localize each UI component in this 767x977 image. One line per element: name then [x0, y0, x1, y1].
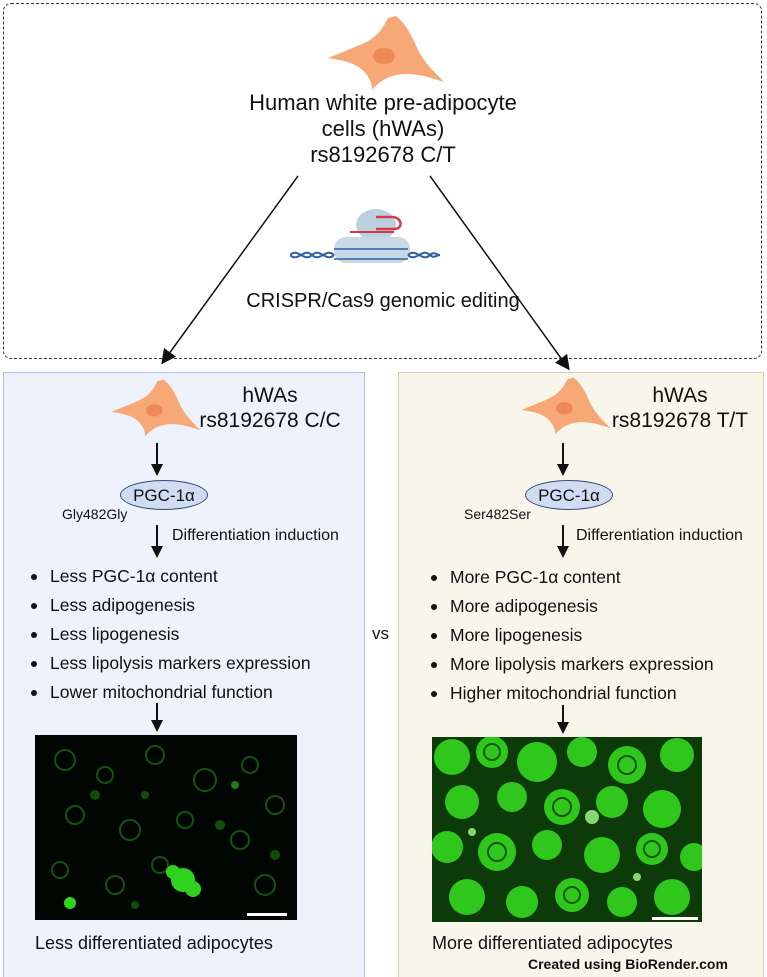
cell-icon — [328, 16, 444, 90]
top-title-line2: cells (hWAs) — [321, 116, 445, 141]
list-item: Less lipogenesis — [28, 620, 311, 649]
left-micrograph — [35, 735, 297, 920]
right-variant: Ser482Ser — [464, 506, 531, 522]
list-item: Less PGC-1α content — [28, 562, 311, 591]
arrow-down-icon — [151, 525, 163, 558]
left-variant: Gly482Gly — [62, 506, 128, 522]
method-label: CRISPR/Cas9 genomic editing — [246, 290, 520, 312]
top-title-line3: rs8192678 C/T — [310, 142, 456, 167]
list-item: More lipolysis markers expression — [428, 650, 714, 679]
list-item: More adipogenesis — [428, 592, 714, 621]
right-caption: More differentiated adipocytes — [432, 933, 673, 953]
vs-label: vs — [372, 624, 389, 643]
arrow-down-icon — [557, 443, 569, 476]
left-bullet-list: Less PGC-1α content Less adipogenesis Le… — [28, 562, 311, 707]
list-item: More PGC-1α content — [428, 563, 714, 592]
left-genotype: rs8192678 C/C — [199, 409, 341, 432]
right-genotype: rs8192678 T/T — [611, 409, 749, 432]
left-pgc-ellipse: PGC-1α — [120, 480, 208, 510]
right-pgc-ellipse: PGC-1α — [525, 480, 613, 510]
list-item: Less adipogenesis — [28, 591, 311, 620]
list-item: Lower mitochondrial function — [28, 678, 311, 707]
right-bullet-list: More PGC-1α content More adipogenesis Mo… — [428, 563, 714, 708]
left-caption: Less differentiated adipocytes — [35, 933, 273, 953]
arrow-to-right — [429, 175, 570, 371]
left-cell-label: hWAs rs8192678 C/C — [170, 383, 370, 433]
right-micrograph — [432, 737, 702, 922]
cell-icon — [111, 379, 201, 437]
right-cell-label: hWAs rs8192678 T/T — [580, 383, 767, 433]
right-induction: Differentiation induction — [576, 527, 743, 544]
top-title-line1: Human white pre-adipocyte — [249, 90, 517, 115]
cell-icon — [521, 377, 611, 435]
arrow-down-icon — [151, 703, 163, 732]
arrow-down-icon — [557, 525, 569, 558]
top-title: Human white pre-adipocyte cells (hWAs) r… — [150, 90, 616, 168]
list-item: More lipogenesis — [428, 621, 714, 650]
arrow-down-icon — [151, 443, 163, 476]
arrow-down-icon — [557, 705, 569, 734]
list-item: Less lipolysis markers expression — [28, 649, 311, 678]
list-item: Higher mitochondrial function — [428, 679, 714, 708]
top-dashed-box — [3, 3, 762, 359]
crispr-dna-icon — [290, 209, 440, 263]
right-hwas: hWAs — [652, 384, 708, 407]
left-induction: Differentiation induction — [172, 527, 339, 544]
arrow-to-left — [161, 175, 299, 365]
left-hwas: hWAs — [242, 384, 298, 407]
credit-label: Created using BioRender.com — [528, 956, 728, 972]
